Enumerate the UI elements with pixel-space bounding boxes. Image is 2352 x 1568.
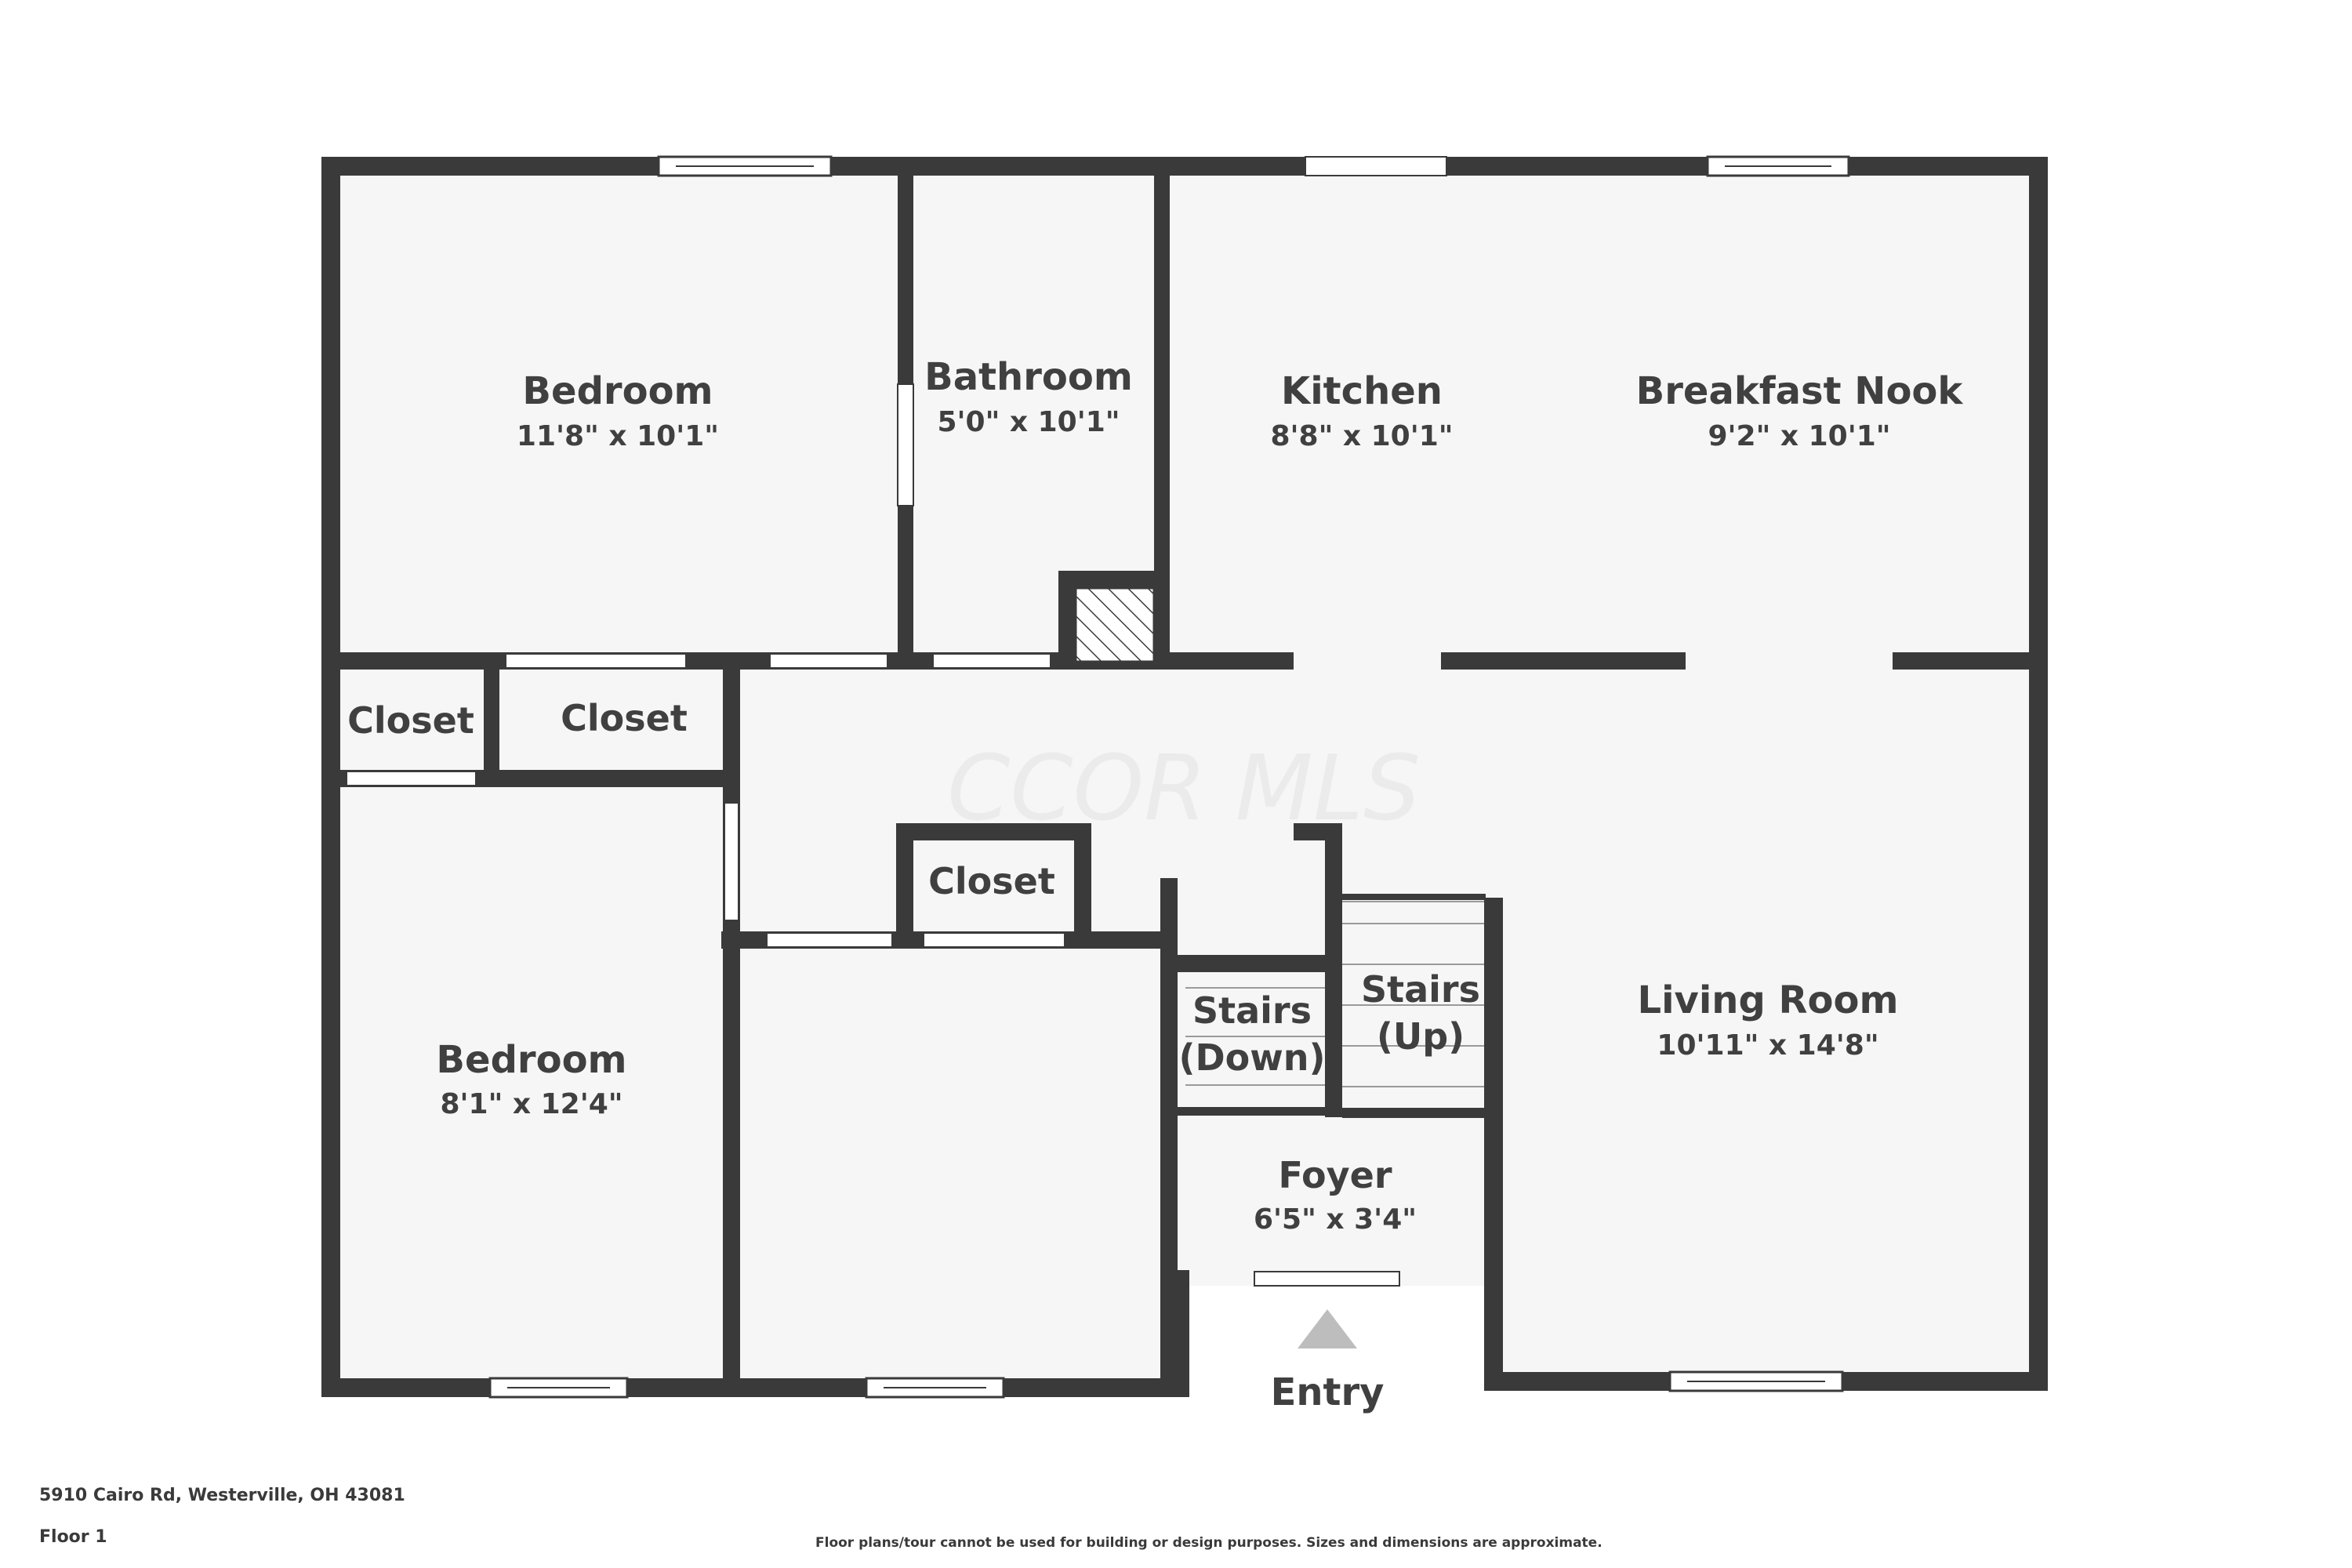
disclaimer: Floor plans/tour cannot be used for buil…: [815, 1535, 1602, 1551]
entry-label: Entry: [1271, 1370, 1385, 1414]
room-dimensions: 5'0" x 10'1": [937, 406, 1120, 438]
room-name: Bedroom: [436, 1038, 626, 1082]
room-name: Closet: [561, 697, 688, 739]
room-name: Stairs: [1361, 968, 1480, 1011]
room-labels: Bedroom 11'8" x 10'1" Bathroom 5'0" x 10…: [347, 355, 1963, 1236]
stairs-down-treads: [1185, 987, 1325, 1086]
room-name: Foyer: [1278, 1154, 1392, 1196]
room-name: Breakfast Nook: [1636, 369, 1964, 413]
openings: [346, 156, 1447, 1287]
foyer-top-wall: [1176, 1108, 1499, 1116]
room-name: Living Room: [1638, 978, 1899, 1022]
property-address: 5910 Cairo Rd, Westerville, OH 43081: [39, 1486, 405, 1505]
stairs-up-treads: [1342, 901, 1484, 1087]
room-name: Closet: [928, 860, 1055, 902]
room-dimensions: 9'2" x 10'1": [1708, 420, 1890, 452]
floor-label: Floor 1: [39, 1527, 107, 1547]
room-name: (Down): [1178, 1036, 1325, 1079]
room-dimensions: 8'1" x 12'4": [440, 1088, 622, 1120]
room-dimensions: 8'8" x 10'1": [1270, 420, 1453, 452]
room-name: Kitchen: [1281, 369, 1443, 413]
room-name: Bedroom: [522, 369, 713, 413]
room-dimensions: 6'5" x 3'4": [1254, 1203, 1417, 1236]
room-dimensions: 11'8" x 10'1": [517, 420, 719, 452]
entry-arrow-icon: [1298, 1309, 1357, 1348]
room-name: (Up): [1377, 1015, 1465, 1058]
room-name: Bathroom: [924, 355, 1133, 399]
window-sills: [507, 165, 1831, 1388]
room-dimensions: 10'11" x 14'8": [1657, 1029, 1878, 1062]
room-name: Stairs: [1192, 989, 1312, 1032]
watermark: CCOR MLS: [947, 736, 1421, 841]
chase-hatch: [1074, 586, 1156, 663]
room-name: Closet: [347, 699, 474, 742]
